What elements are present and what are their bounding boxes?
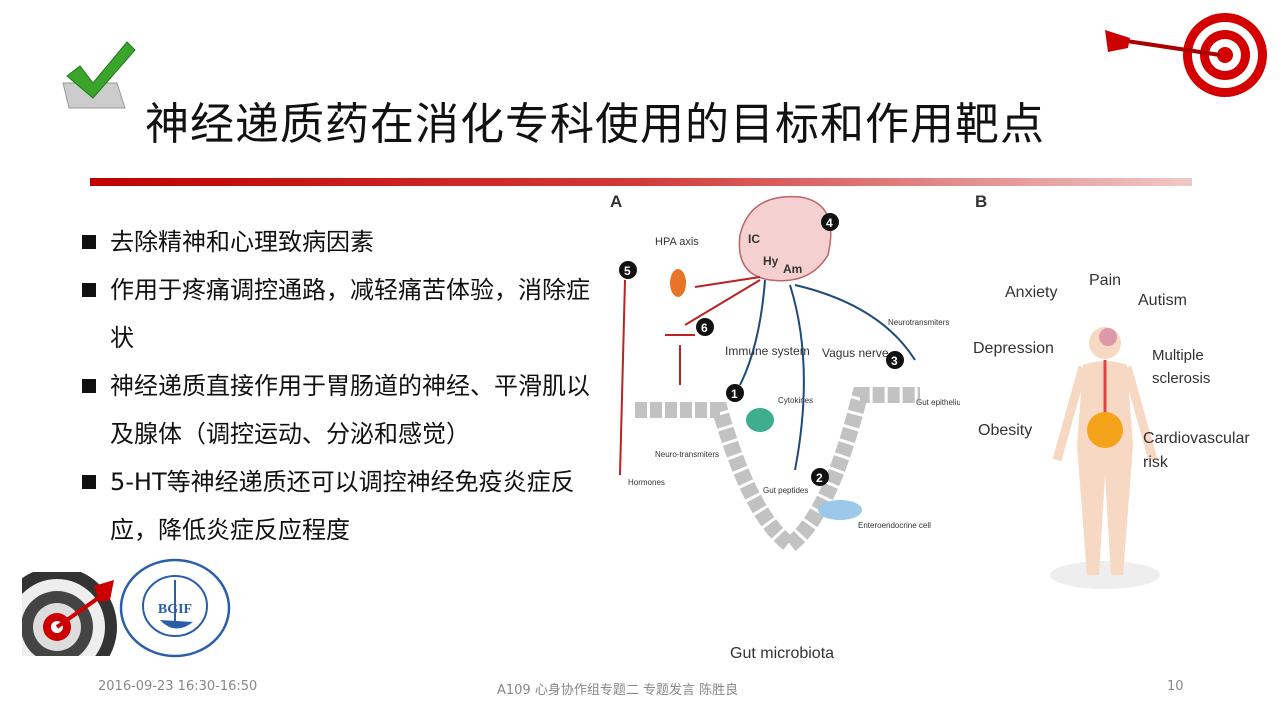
svg-text:2: 2 — [816, 471, 823, 485]
bullet-square-icon — [82, 283, 96, 297]
bullet-list: 去除精神和心理致病因素 作用于疼痛调控通路，减轻痛苦体验，消除症状 神经递质直接… — [78, 218, 598, 554]
svg-text:Vagus nerve: Vagus nerve — [822, 346, 889, 360]
svg-text:5: 5 — [624, 264, 631, 278]
panel-a-label: A — [610, 192, 622, 211]
svg-text:Hy: Hy — [763, 254, 779, 268]
svg-text:Autism: Autism — [1138, 292, 1187, 309]
footer-date: 2016-09-23 16:30-16:50 — [98, 679, 258, 694]
svg-text:IC: IC — [748, 232, 760, 246]
svg-text:1: 1 — [731, 387, 738, 401]
footer-session: A109 心身协作组专题二 专题发言 陈胜良 — [497, 683, 739, 698]
bullet-item: 神经递质直接作用于胃肠道的神经、平滑肌以及腺体（调控运动、分泌和感觉） — [78, 362, 598, 458]
bullet-item: 作用于疼痛调控通路，减轻痛苦体验，消除症状 — [78, 266, 598, 362]
svg-text:HPA axis: HPA axis — [655, 236, 699, 248]
svg-text:Am: Am — [783, 262, 802, 276]
svg-text:Cytokines: Cytokines — [778, 396, 813, 405]
svg-text:3: 3 — [891, 354, 898, 368]
body-disease-diagram: B Anxiety Pain Autism Depression Multipl… — [973, 192, 1250, 589]
svg-text:Obesity: Obesity — [978, 422, 1032, 439]
svg-text:B: B — [975, 192, 987, 211]
svg-text:Cardiovascular: Cardiovascular — [1143, 430, 1250, 447]
svg-text:sclerosis: sclerosis — [1152, 370, 1210, 387]
svg-text:Enteroendocrine cell: Enteroendocrine cell — [858, 521, 931, 530]
svg-text:4: 4 — [826, 216, 833, 230]
svg-text:Gut epithelium: Gut epithelium — [916, 398, 960, 407]
svg-text:Anxiety: Anxiety — [1005, 284, 1057, 301]
svg-text:Pain: Pain — [1089, 272, 1121, 289]
bullet-item: 去除精神和心理致病因素 — [78, 218, 598, 266]
page-number: 10 — [1167, 679, 1184, 694]
gut-brain-axis-diagram: A IC Hy Am HPA axis Immune system Vagus … — [610, 192, 960, 662]
bullet-square-icon — [82, 235, 96, 249]
svg-text:Neurotransmiters: Neurotransmiters — [888, 318, 949, 327]
checkmark-icon — [62, 41, 136, 109]
bullet-square-icon — [82, 475, 96, 489]
bullet-item: 5-HT等神经递质还可以调控神经免疫炎症反应，降低炎症反应程度 — [78, 458, 598, 554]
svg-text:Gut microbiota: Gut microbiota — [730, 645, 834, 662]
page-title: 神经递质药在消化专科使用的目标和作用靶点 — [145, 99, 1045, 150]
svg-text:Immune system: Immune system — [725, 344, 810, 358]
svg-text:Multiple: Multiple — [1152, 347, 1204, 364]
dartboard-icon — [22, 572, 117, 656]
svg-text:6: 6 — [701, 321, 708, 335]
title-divider — [90, 178, 1192, 186]
svg-text:Depression: Depression — [973, 340, 1054, 357]
svg-text:Gut peptides: Gut peptides — [763, 486, 808, 495]
svg-text:Neuro-transmiters: Neuro-transmiters — [655, 450, 719, 459]
svg-text:Hormones: Hormones — [628, 478, 665, 487]
brain — [738, 195, 832, 282]
bgif-logo: BGIF — [119, 558, 231, 658]
bullet-square-icon — [82, 379, 96, 393]
svg-text:risk: risk — [1143, 454, 1169, 471]
target-arrow-icon — [1105, 13, 1267, 97]
